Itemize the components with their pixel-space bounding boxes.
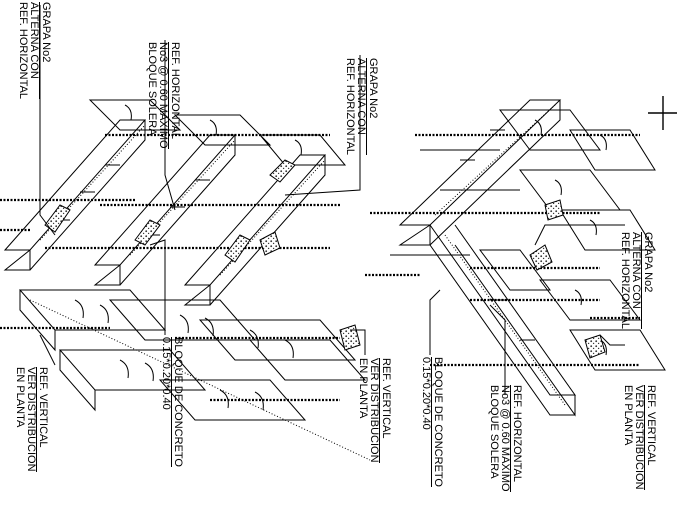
left-horizontal-bars (0, 133, 340, 402)
right-horizontal-bars (365, 133, 640, 367)
leader-lines (39, 5, 625, 395)
right-corner-assembly (390, 99, 666, 417)
note-ref-horizontal-bottom: REF. HORIZONTAL No3 @ 0.60 MAXIMO BLOQUE… (488, 385, 523, 492)
note-ref-vertical-mid: REF. VERTICAL VER DISTRIBUCION EN PLANTA (357, 358, 392, 463)
note-bloque-left: BLOQUE DE CONCRETO 0.15*0.20*0.40 (160, 337, 184, 467)
left-wall-assembly (3, 99, 367, 421)
left-grout-fill (44, 159, 361, 351)
note-ref-vertical-left: REF. VERTICAL VER DISTRIBUCION EN PLANTA (14, 367, 49, 472)
left-vertical-bars (29, 124, 371, 461)
right-vertical-bars (434, 104, 566, 406)
note-ref-vertical-right: REF. VERTICAL VER DISTRIBUCION EN PLANTA (622, 385, 657, 490)
note-grapa-right: GRAPA No2 ALTERNA CON REF. HORIZONTAL (619, 232, 654, 329)
note-bloque-right: BLOQUE DE CONCRETO 0.15*0.20*0.40 (420, 357, 444, 487)
note-grapa-top-mid: GRAPA No2 ALTERNA CON REF. HORIZONTAL (344, 58, 379, 155)
note-grapa-top-left: GRAPA No2 ALTERNA CON REF. HORIZONTAL (17, 2, 52, 99)
right-grout-fill (529, 199, 606, 359)
section-mark (648, 96, 677, 130)
note-ref-horizontal-top: REF. HORIZONTAL No3 @ 0.60 MAXIMO BLOQUE… (146, 42, 181, 149)
